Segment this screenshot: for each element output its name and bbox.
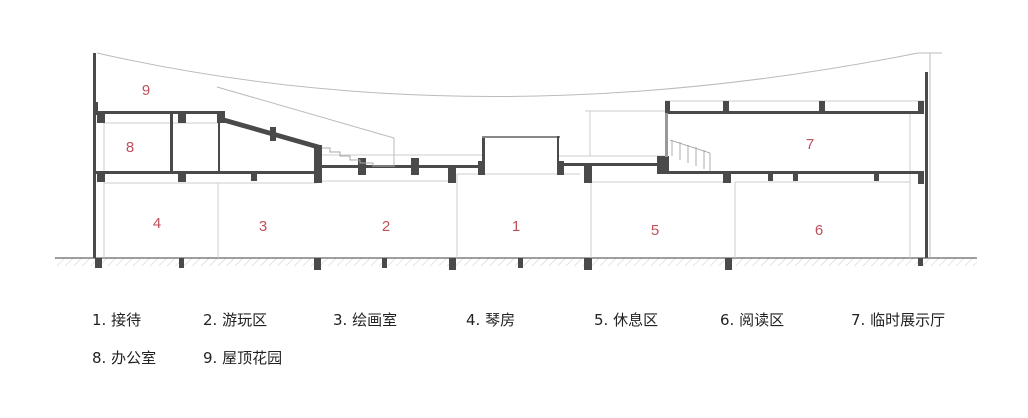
room-label-8: 8 [126,139,134,156]
room-label-1: 1 [512,218,520,235]
room-label-6: 6 [815,222,823,239]
legend-item-3: 3. 绘画室 [333,311,398,329]
stair-railing-line [216,86,395,166]
legend-item-1: 1. 接待 [92,311,142,329]
legend-item-7: 7. 临时展示厅 [851,311,946,329]
roof-canopy-curve [96,52,919,97]
ground-hatch [55,258,977,266]
room-label-3: 3 [259,218,267,235]
legend-item-2: 2. 游玩区 [203,311,268,329]
room-label-9: 9 [142,82,150,99]
structure [93,53,928,270]
room-label-2: 2 [382,218,390,235]
legend-item-4: 4. 琴房 [466,311,516,329]
stairs-icon [322,147,395,167]
exhibition-stair-railing [669,139,711,171]
legend-item-9: 9. 屋顶花园 [203,349,283,367]
room-label-7: 7 [806,136,814,153]
room-label-5: 5 [651,222,659,239]
legend-item-6: 6. 阅读区 [720,311,785,329]
legend-item-5: 5. 休息区 [594,311,659,329]
room-label-4: 4 [153,215,161,232]
legend-item-8: 8. 办公室 [92,349,157,367]
